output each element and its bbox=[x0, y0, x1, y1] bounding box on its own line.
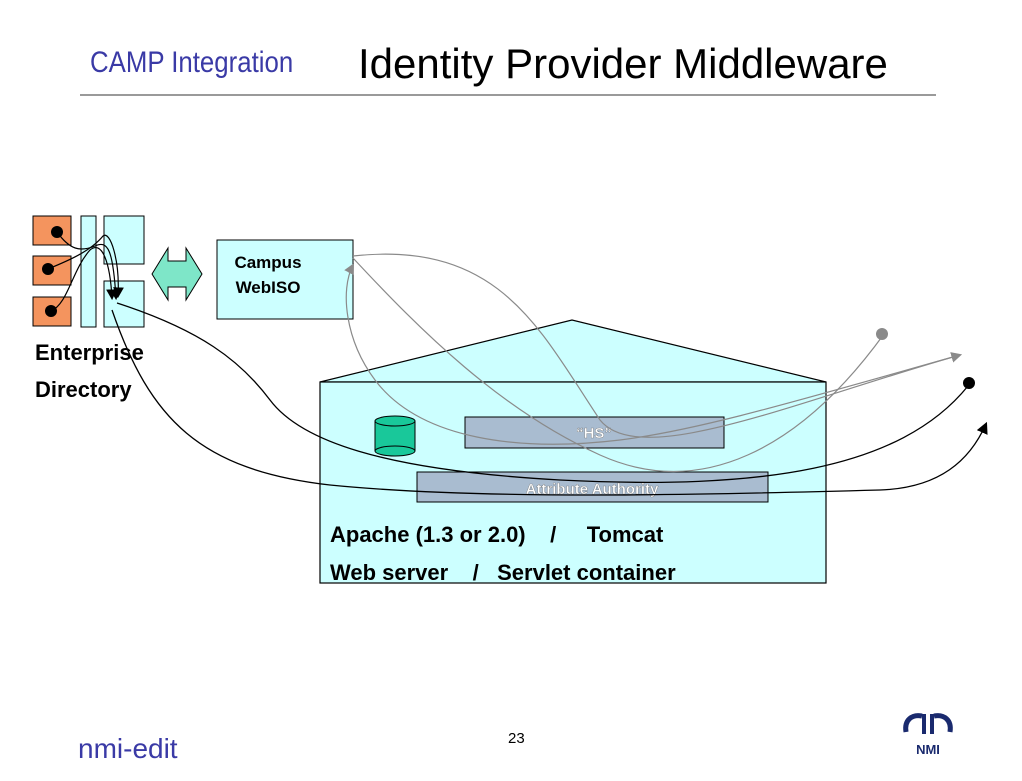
enterprise-directory-label-line2: Directory bbox=[35, 377, 132, 402]
flow-line-black bbox=[116, 302, 969, 483]
flow-line-gray bbox=[352, 253, 963, 438]
server-label-line1: Apache (1.3 or 2.0) / Tomcat bbox=[330, 522, 664, 547]
slide-title: Identity Provider Middleware bbox=[358, 40, 888, 87]
section-title: CAMP Integration bbox=[90, 46, 294, 79]
directory-panel bbox=[103, 280, 145, 328]
attribute-authority-bar bbox=[416, 471, 769, 503]
footer-brand: nmi-edit bbox=[78, 733, 178, 764]
campus-webiso-box bbox=[216, 239, 354, 320]
flow-line-gray bbox=[344, 263, 961, 445]
flow-line-gray bbox=[352, 257, 885, 472]
flow-line-black bbox=[111, 309, 988, 496]
page-number: 23 bbox=[508, 730, 525, 747]
hs-label: “HS” bbox=[576, 425, 612, 442]
server-roof bbox=[319, 319, 827, 383]
enterprise-directory-label-line1: Enterprise bbox=[35, 340, 144, 365]
directory-spine bbox=[80, 215, 97, 328]
endpoint-dot bbox=[876, 328, 888, 340]
nmi-logo: NMI bbox=[903, 713, 953, 757]
attribute-authority-label: Attribute Authority bbox=[526, 481, 659, 498]
title-divider bbox=[80, 94, 936, 96]
enterprise-directory bbox=[32, 215, 145, 328]
database-icon bbox=[374, 415, 416, 457]
server-label-line2: Web server / Servlet container bbox=[330, 560, 676, 585]
nmi-logo-text: NMI bbox=[916, 742, 940, 757]
endpoint-dot bbox=[963, 377, 975, 389]
exchange-arrow-icon bbox=[151, 246, 203, 302]
campus-webiso-label-line2: WebISO bbox=[236, 278, 301, 297]
campus-webiso-label-line1: Campus bbox=[234, 253, 301, 272]
